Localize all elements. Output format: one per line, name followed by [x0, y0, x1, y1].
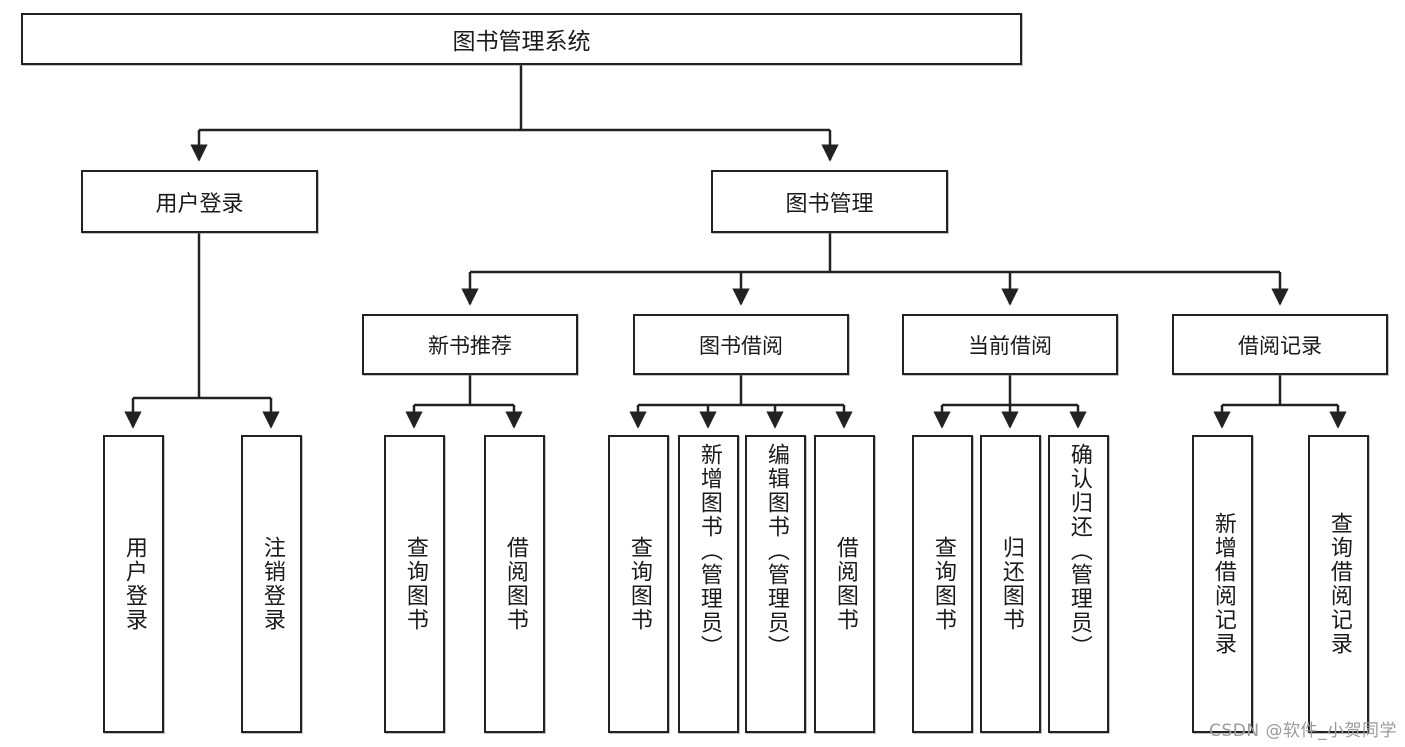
- node-borrow-record[interactable]: 借阅记录: [1172, 314, 1388, 375]
- leaf-label: 编辑图书（管理员）: [763, 443, 789, 659]
- leaf-label: 查询图书: [626, 536, 652, 632]
- node-label: 新书推荐: [428, 333, 512, 358]
- node-label: 用户登录: [155, 191, 244, 217]
- leaf-borrow-record-add-record[interactable]: 新增借阅记录: [1192, 435, 1253, 733]
- node-book-borrow[interactable]: 图书借阅: [633, 314, 849, 375]
- node-label: 当前借阅: [968, 333, 1052, 358]
- node-label: 借阅记录: [1238, 333, 1322, 358]
- node-user-login[interactable]: 用户登录: [81, 170, 318, 233]
- leaf-label: 查询图书: [930, 536, 956, 632]
- leaf-label: 用户登录: [121, 536, 147, 632]
- leaf-book-borrow-edit-book-admin[interactable]: 编辑图书（管理员）: [745, 435, 806, 733]
- node-label: 图书借阅: [699, 333, 783, 358]
- leaf-current-borrow-confirm-return-admin[interactable]: 确认归还（管理员）: [1048, 435, 1109, 733]
- leaf-label: 查询图书: [402, 536, 428, 632]
- node-new-book-recommend[interactable]: 新书推荐: [362, 314, 578, 375]
- leaf-user-login-signout[interactable]: 注销登录: [241, 435, 302, 733]
- node-label: 图书管理: [785, 191, 874, 217]
- watermark: CSDN @软件_小贺同学: [1209, 721, 1397, 741]
- leaf-borrow-record-query-record[interactable]: 查询借阅记录: [1308, 435, 1369, 733]
- leaf-user-login-signin[interactable]: 用户登录: [103, 435, 164, 733]
- leaf-label: 归还图书: [998, 536, 1024, 632]
- leaf-label: 借阅图书: [832, 536, 858, 632]
- leaf-label: 新增图书（管理员）: [696, 443, 722, 659]
- leaf-label: 确认归还（管理员）: [1066, 443, 1092, 659]
- node-root-book-management-system[interactable]: 图书管理系统: [21, 13, 1022, 65]
- leaf-new-book-borrow-book[interactable]: 借阅图书: [484, 435, 545, 733]
- leaf-book-borrow-query-book[interactable]: 查询图书: [608, 435, 669, 733]
- leaf-label: 注销登录: [259, 536, 285, 632]
- leaf-label: 借阅图书: [502, 536, 528, 632]
- node-book-management[interactable]: 图书管理: [711, 170, 948, 233]
- node-current-borrow[interactable]: 当前借阅: [902, 314, 1118, 375]
- leaf-label: 查询借阅记录: [1326, 512, 1352, 656]
- leaf-book-borrow-borrow-book[interactable]: 借阅图书: [814, 435, 875, 733]
- leaf-current-borrow-return-book[interactable]: 归还图书: [980, 435, 1041, 733]
- leaf-new-book-query-book[interactable]: 查询图书: [384, 435, 445, 733]
- node-label: 图书管理系统: [452, 29, 591, 55]
- leaf-book-borrow-add-book-admin[interactable]: 新增图书（管理员）: [678, 435, 739, 733]
- leaf-current-borrow-query-book[interactable]: 查询图书: [912, 435, 973, 733]
- leaf-label: 新增借阅记录: [1210, 512, 1236, 656]
